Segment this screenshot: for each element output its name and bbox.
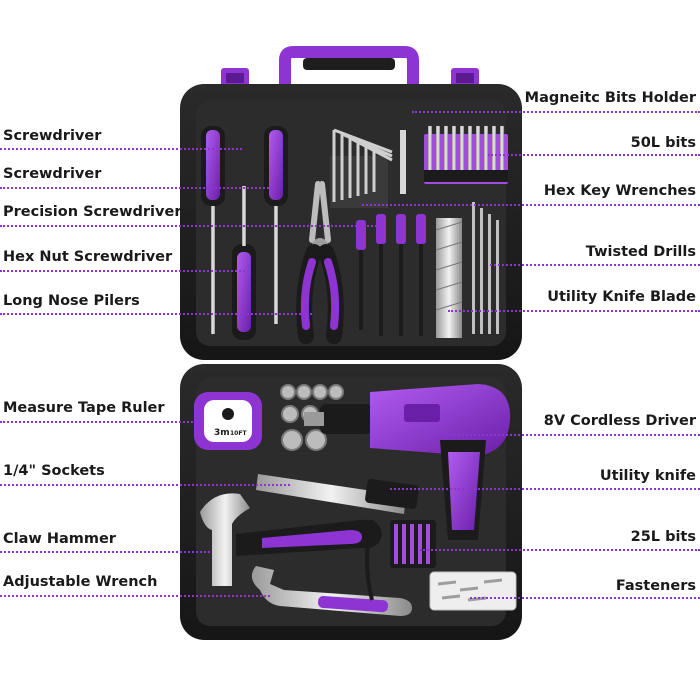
utility-knife-blades xyxy=(435,218,463,338)
tape-marking-sub-text: 10FT xyxy=(230,430,247,437)
leader-line-25l-bits xyxy=(420,549,700,551)
callout-fasteners: Fasteners xyxy=(615,578,696,594)
callout-utility-knife-blade: Utility Knife Blade xyxy=(547,289,696,305)
leader-line-measure-tape-ruler xyxy=(0,421,200,423)
callout-cordless-driver: 8V Cordless Driver xyxy=(543,413,696,429)
leader-line-adjustable-wrench xyxy=(0,595,270,597)
leader-line-50l-bits xyxy=(488,154,700,156)
callout-claw-hammer: Claw Hammer xyxy=(3,531,116,547)
callout-adjustable-wrench: Adjustable Wrench xyxy=(3,574,158,590)
callout-utility-knife: Utility knife xyxy=(599,468,696,484)
leader-line-long-nose-pilers xyxy=(0,313,312,315)
hex-key-wrenches xyxy=(330,128,406,208)
cordless-driver xyxy=(304,384,511,540)
twisted-drills xyxy=(472,202,499,334)
long-nose-pliers xyxy=(296,181,344,344)
callout-50l-bits: 50L bits xyxy=(630,135,696,151)
leader-line-sockets xyxy=(0,484,290,486)
leader-line-screwdriver-2 xyxy=(0,187,272,189)
leader-line-utility-knife xyxy=(390,488,700,490)
leader-line-precision-screwdriver xyxy=(0,225,385,227)
case-lid xyxy=(180,84,522,360)
tape-marking-text: 3m xyxy=(214,428,230,438)
leader-line-cordless-driver xyxy=(430,434,700,436)
leader-line-twisted-drills xyxy=(490,264,700,266)
callout-measure-tape-ruler: Measure Tape Ruler xyxy=(3,400,165,416)
leader-line-screwdriver-1 xyxy=(0,148,242,150)
leader-line-claw-hammer xyxy=(0,551,210,553)
callout-sockets: 1/4" Sockets xyxy=(3,463,105,479)
utility-knife xyxy=(256,474,419,514)
leader-line-utility-knife-blade xyxy=(448,310,700,312)
callout-magnetic-bits-holder: Magneitc Bits Holder xyxy=(524,90,696,106)
callout-screwdriver-2: Screwdriver xyxy=(3,166,102,182)
callout-hex-key-wrenches: Hex Key Wrenches xyxy=(543,183,696,199)
bits-25l xyxy=(390,520,436,568)
precision-screwdrivers xyxy=(356,214,426,336)
leader-line-magnetic-bits-holder xyxy=(412,111,700,113)
charging-cable xyxy=(365,519,374,601)
leader-line-hex-key-wrenches xyxy=(362,204,700,206)
case-handle xyxy=(279,46,419,88)
callout-screwdriver-1: Screwdriver xyxy=(3,128,102,144)
callout-hex-nut-screwdriver: Hex Nut Screwdriver xyxy=(3,249,173,265)
claw-hammer xyxy=(200,493,382,586)
measure-tape: 3m 10FT xyxy=(194,392,262,450)
fasteners-box xyxy=(429,571,517,611)
callout-long-nose-pilers: Long Nose Pilers xyxy=(3,293,140,309)
callout-twisted-drills: Twisted Drills xyxy=(585,244,696,260)
magnetic-bits-holder xyxy=(424,126,508,184)
callout-precision-screwdriver: Precision Screwdriver xyxy=(3,204,182,220)
leader-line-hex-nut-screwdriver xyxy=(0,270,245,272)
leader-line-fasteners xyxy=(470,597,700,599)
callout-25l-bits: 25L bits xyxy=(630,529,696,545)
screwdriver-2 xyxy=(264,126,288,324)
hex-nut-screwdriver xyxy=(232,186,256,340)
